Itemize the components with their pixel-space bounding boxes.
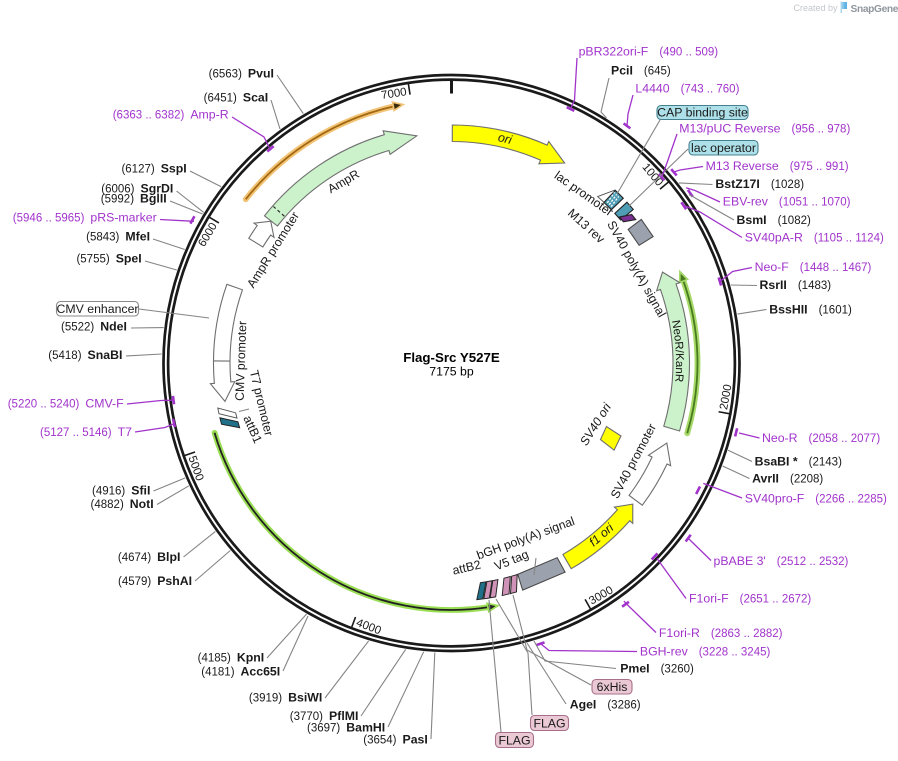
- svg-text:BGH-rev(3228 .. 3245): BGH-rev(3228 .. 3245): [640, 645, 771, 659]
- svg-text:CAP binding site: CAP binding site: [657, 105, 748, 119]
- svg-text:FLAG: FLAG: [498, 733, 530, 747]
- svg-text:(5522)NdeI: (5522)NdeI: [61, 320, 127, 334]
- svg-text:lac operator: lac operator: [691, 141, 756, 155]
- svg-text:F1ori-R(2863 .. 2882): F1ori-R(2863 .. 2882): [659, 626, 783, 640]
- svg-text:Flag-Src Y527E: Flag-Src Y527E: [403, 350, 500, 365]
- svg-text:(4674)BlpI: (4674)BlpI: [118, 550, 180, 564]
- svg-text:(3697)BamHI: (3697)BamHI: [307, 721, 385, 735]
- svg-text:Created by: Created by: [793, 3, 838, 13]
- svg-text:CMV promoter: CMV promoter: [233, 321, 250, 401]
- svg-text:CMV enhancer: CMV enhancer: [56, 302, 138, 316]
- svg-text:(4181)Acc65I: (4181)Acc65I: [201, 665, 280, 679]
- svg-text:Neo-F(1448 .. 1467): Neo-F(1448 .. 1467): [755, 260, 872, 274]
- svg-text:M13/pUC Reverse(956 .. 978): M13/pUC Reverse(956 .. 978): [679, 122, 850, 136]
- svg-text:SV40pA-R(1105 .. 1124): SV40pA-R(1105 .. 1124): [745, 231, 884, 245]
- svg-text:(6363 .. 6382)Amp-R: (6363 .. 6382)Amp-R: [113, 108, 229, 122]
- svg-text:(6451)ScaI: (6451)ScaI: [204, 91, 269, 105]
- svg-text:(5843)MfeI: (5843)MfeI: [86, 230, 150, 244]
- svg-text:SV40pro-F(2266 .. 2285): SV40pro-F(2266 .. 2285): [745, 492, 887, 506]
- svg-text:(4916)SfiI: (4916)SfiI: [92, 484, 150, 498]
- svg-text:(5755)SpeI: (5755)SpeI: [76, 252, 141, 266]
- svg-text:6xHis: 6xHis: [597, 680, 628, 694]
- svg-text:F1ori-F(2651 .. 2672): F1ori-F(2651 .. 2672): [689, 592, 811, 606]
- svg-text:pBABE 3'(2512 .. 2532): pBABE 3'(2512 .. 2532): [714, 554, 849, 568]
- svg-text:(6563)PvuI: (6563)PvuI: [209, 67, 274, 81]
- svg-text:BstZ17I(1028): BstZ17I(1028): [715, 177, 804, 191]
- svg-text:L4440(743 .. 760): L4440(743 .. 760): [635, 82, 739, 96]
- svg-text:7175 bp: 7175 bp: [429, 365, 474, 379]
- svg-text:SnapGene: SnapGene: [851, 4, 898, 15]
- svg-text:(5127 .. 5146)T7: (5127 .. 5146)T7: [40, 425, 132, 439]
- svg-text:EBV-rev(1051 .. 1070): EBV-rev(1051 .. 1070): [723, 195, 851, 209]
- svg-text:(5220 .. 5240)CMV-F: (5220 .. 5240)CMV-F: [8, 397, 124, 411]
- svg-text:(3654)PasI: (3654)PasI: [363, 733, 428, 747]
- svg-text:(4882)NotI: (4882)NotI: [91, 497, 154, 511]
- svg-text:M13 Reverse(975 .. 991): M13 Reverse(975 .. 991): [706, 159, 849, 173]
- svg-text:(6127)SspI: (6127)SspI: [121, 162, 186, 176]
- svg-text:FLAG: FLAG: [533, 716, 565, 730]
- svg-text:(5992)BglII: (5992)BglII: [101, 192, 167, 206]
- svg-text:Neo-R(2058 .. 2077): Neo-R(2058 .. 2077): [762, 431, 880, 445]
